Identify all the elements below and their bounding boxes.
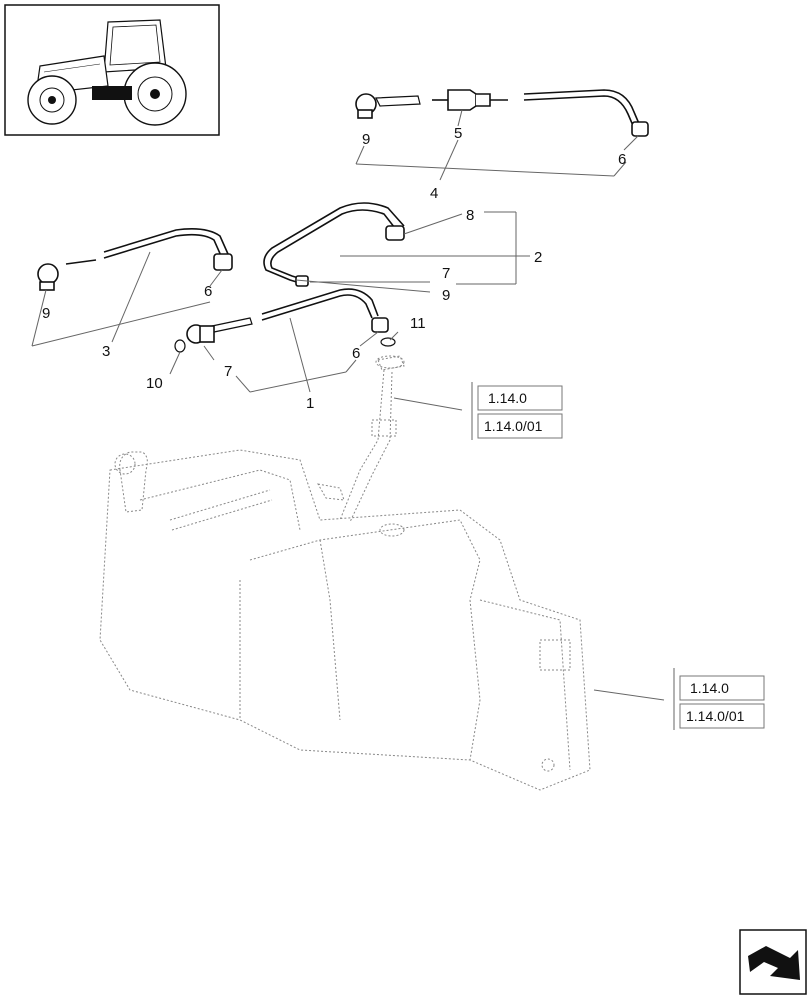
part-fuel-filter[interactable] xyxy=(432,89,508,111)
callout-10: 10 xyxy=(146,375,163,392)
callout-labels: 9 5 6 4 8 2 7 9 6 9 3 11 6 10 7 1 xyxy=(42,125,626,412)
tractor-thumbnail-icon xyxy=(4,4,220,136)
leader-lines xyxy=(31,109,675,730)
callout-6-top: 6 xyxy=(618,151,626,168)
reference-link-text[interactable]: 1.14.0/01 xyxy=(686,708,745,724)
reference-group-lower: 1.14.0 1.14.0/01 xyxy=(679,675,765,729)
callout-1: 1 xyxy=(306,395,314,412)
reference-link-lower-1[interactable]: 1.14.0 xyxy=(679,675,765,701)
callout-2: 2 xyxy=(534,249,542,266)
callout-6-left: 6 xyxy=(204,283,212,300)
reference-link-text[interactable]: 1.14.0/01 xyxy=(484,418,543,434)
reference-link-lower-2[interactable]: 1.14.0/01 xyxy=(679,703,765,729)
callout-6-mid: 6 xyxy=(352,345,360,362)
reference-group-upper: 1.14.0 1.14.0/01 xyxy=(477,385,563,439)
callout-9-mid: 9 xyxy=(442,287,450,304)
callout-4: 4 xyxy=(430,185,438,202)
callout-9-left: 9 xyxy=(42,305,50,322)
callout-9-top: 9 xyxy=(362,131,370,148)
next-page-arrow-icon[interactable] xyxy=(739,929,807,995)
part-pipe-top-right[interactable] xyxy=(523,89,649,137)
reference-link-upper-2[interactable]: 1.14.0/01 xyxy=(477,413,563,439)
part-pipe-long-bent[interactable] xyxy=(263,202,405,287)
callout-3: 3 xyxy=(102,343,110,360)
fuel-tank-ghost xyxy=(99,355,591,791)
callout-11: 11 xyxy=(410,315,426,332)
reference-link-text[interactable]: 1.14.0 xyxy=(488,390,527,406)
callout-7-mid: 7 xyxy=(442,265,450,282)
reference-link-upper-1[interactable]: 1.14.0 xyxy=(477,385,563,411)
reference-link-text[interactable]: 1.14.0 xyxy=(690,680,729,696)
callout-8: 8 xyxy=(466,207,474,224)
callout-7-low: 7 xyxy=(224,363,232,380)
part-pipe-middle[interactable] xyxy=(174,288,396,353)
callout-5: 5 xyxy=(454,125,462,142)
part-banjo-fitting-top[interactable] xyxy=(355,93,421,119)
part-pipe-left[interactable] xyxy=(37,228,233,291)
